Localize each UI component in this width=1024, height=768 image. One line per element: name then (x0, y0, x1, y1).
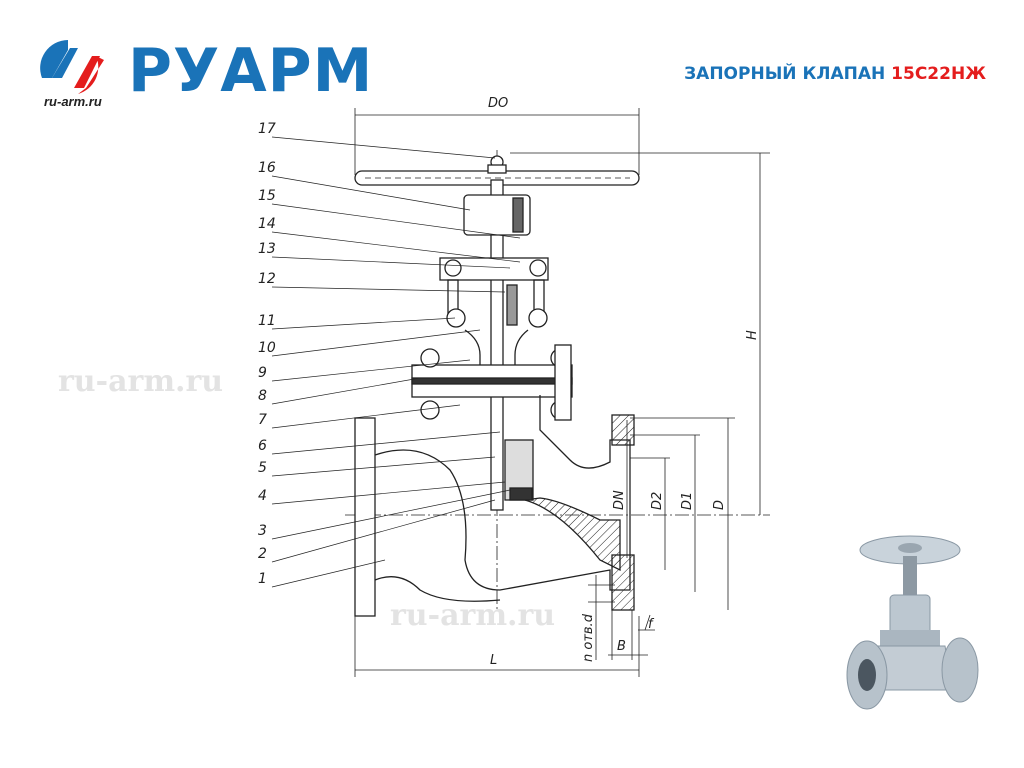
part-number-label: 14 (258, 216, 276, 232)
part-leader-line (271, 499, 496, 563)
part-leader-line (271, 136, 496, 159)
page-title: ЗАПОРНЫЙ КЛАПАН 15С22НЖ (684, 64, 986, 84)
site-url: ru-arm.ru (44, 94, 102, 109)
part-leader-line (271, 231, 521, 263)
part-leader-line (271, 203, 521, 239)
part-number-label: 16 (258, 160, 276, 176)
dim-label-l: L (490, 653, 497, 668)
part-leader-line (271, 404, 461, 429)
dim-label-d1: D1 (680, 492, 695, 510)
dim-label-b: B (617, 639, 626, 654)
part-leader-line (271, 256, 511, 269)
title-code: 15С22НЖ (891, 64, 986, 84)
logo-emblem-icon (40, 40, 104, 94)
part-leader-line (271, 456, 496, 477)
part-number-label: 6 (258, 438, 267, 454)
part-leader-line (271, 175, 471, 211)
dim-label-f: f (648, 617, 655, 632)
part-number-label: 10 (258, 340, 276, 356)
watermark: ru-arm.ru (390, 598, 556, 633)
part-number-label: 2 (258, 546, 267, 562)
part-leader-line (271, 359, 471, 382)
part-number-label: 15 (258, 188, 276, 204)
dim-label-d: D (712, 500, 727, 510)
dim-label-do: DO (488, 96, 508, 111)
part-leader-line (271, 481, 506, 505)
part-leader-line (271, 431, 501, 455)
part-leader-line (271, 559, 386, 588)
part-leader-line (271, 286, 506, 293)
part-leader-line (271, 317, 456, 330)
part-number-label: 1 (258, 571, 267, 587)
dim-label-dn: DN (612, 490, 627, 510)
part-number-label: 9 (258, 365, 267, 381)
valve-photo (846, 535, 979, 710)
part-leader-line (271, 489, 511, 540)
dim-label-h: H (745, 330, 760, 340)
stem-yoke (439, 179, 549, 511)
valve-body (354, 395, 635, 617)
part-number-label: 12 (258, 271, 276, 287)
watermark: ru-arm.ru (58, 364, 224, 399)
part-number-label: 7 (258, 412, 267, 428)
dim-label-d2: D2 (650, 492, 665, 510)
part-number-label: 3 (258, 523, 267, 539)
part-number-label: 4 (258, 488, 267, 504)
part-number-label: 5 (258, 460, 267, 476)
part-number-label: 11 (258, 313, 276, 329)
part-number-label: 17 (258, 121, 276, 137)
title-main: ЗАПОРНЫЙ КЛАПАН (684, 64, 886, 84)
dim-label-holes: n отв.d (581, 613, 596, 662)
part-leader-line (271, 329, 481, 357)
part-leader-line (271, 377, 421, 405)
part-number-label: 13 (258, 241, 276, 257)
bonnet-flange (411, 344, 573, 421)
logo (38, 38, 358, 108)
part-number-label: 8 (258, 388, 267, 404)
brand-name: РУАРМ (128, 36, 374, 106)
dimension-lines (354, 108, 770, 677)
